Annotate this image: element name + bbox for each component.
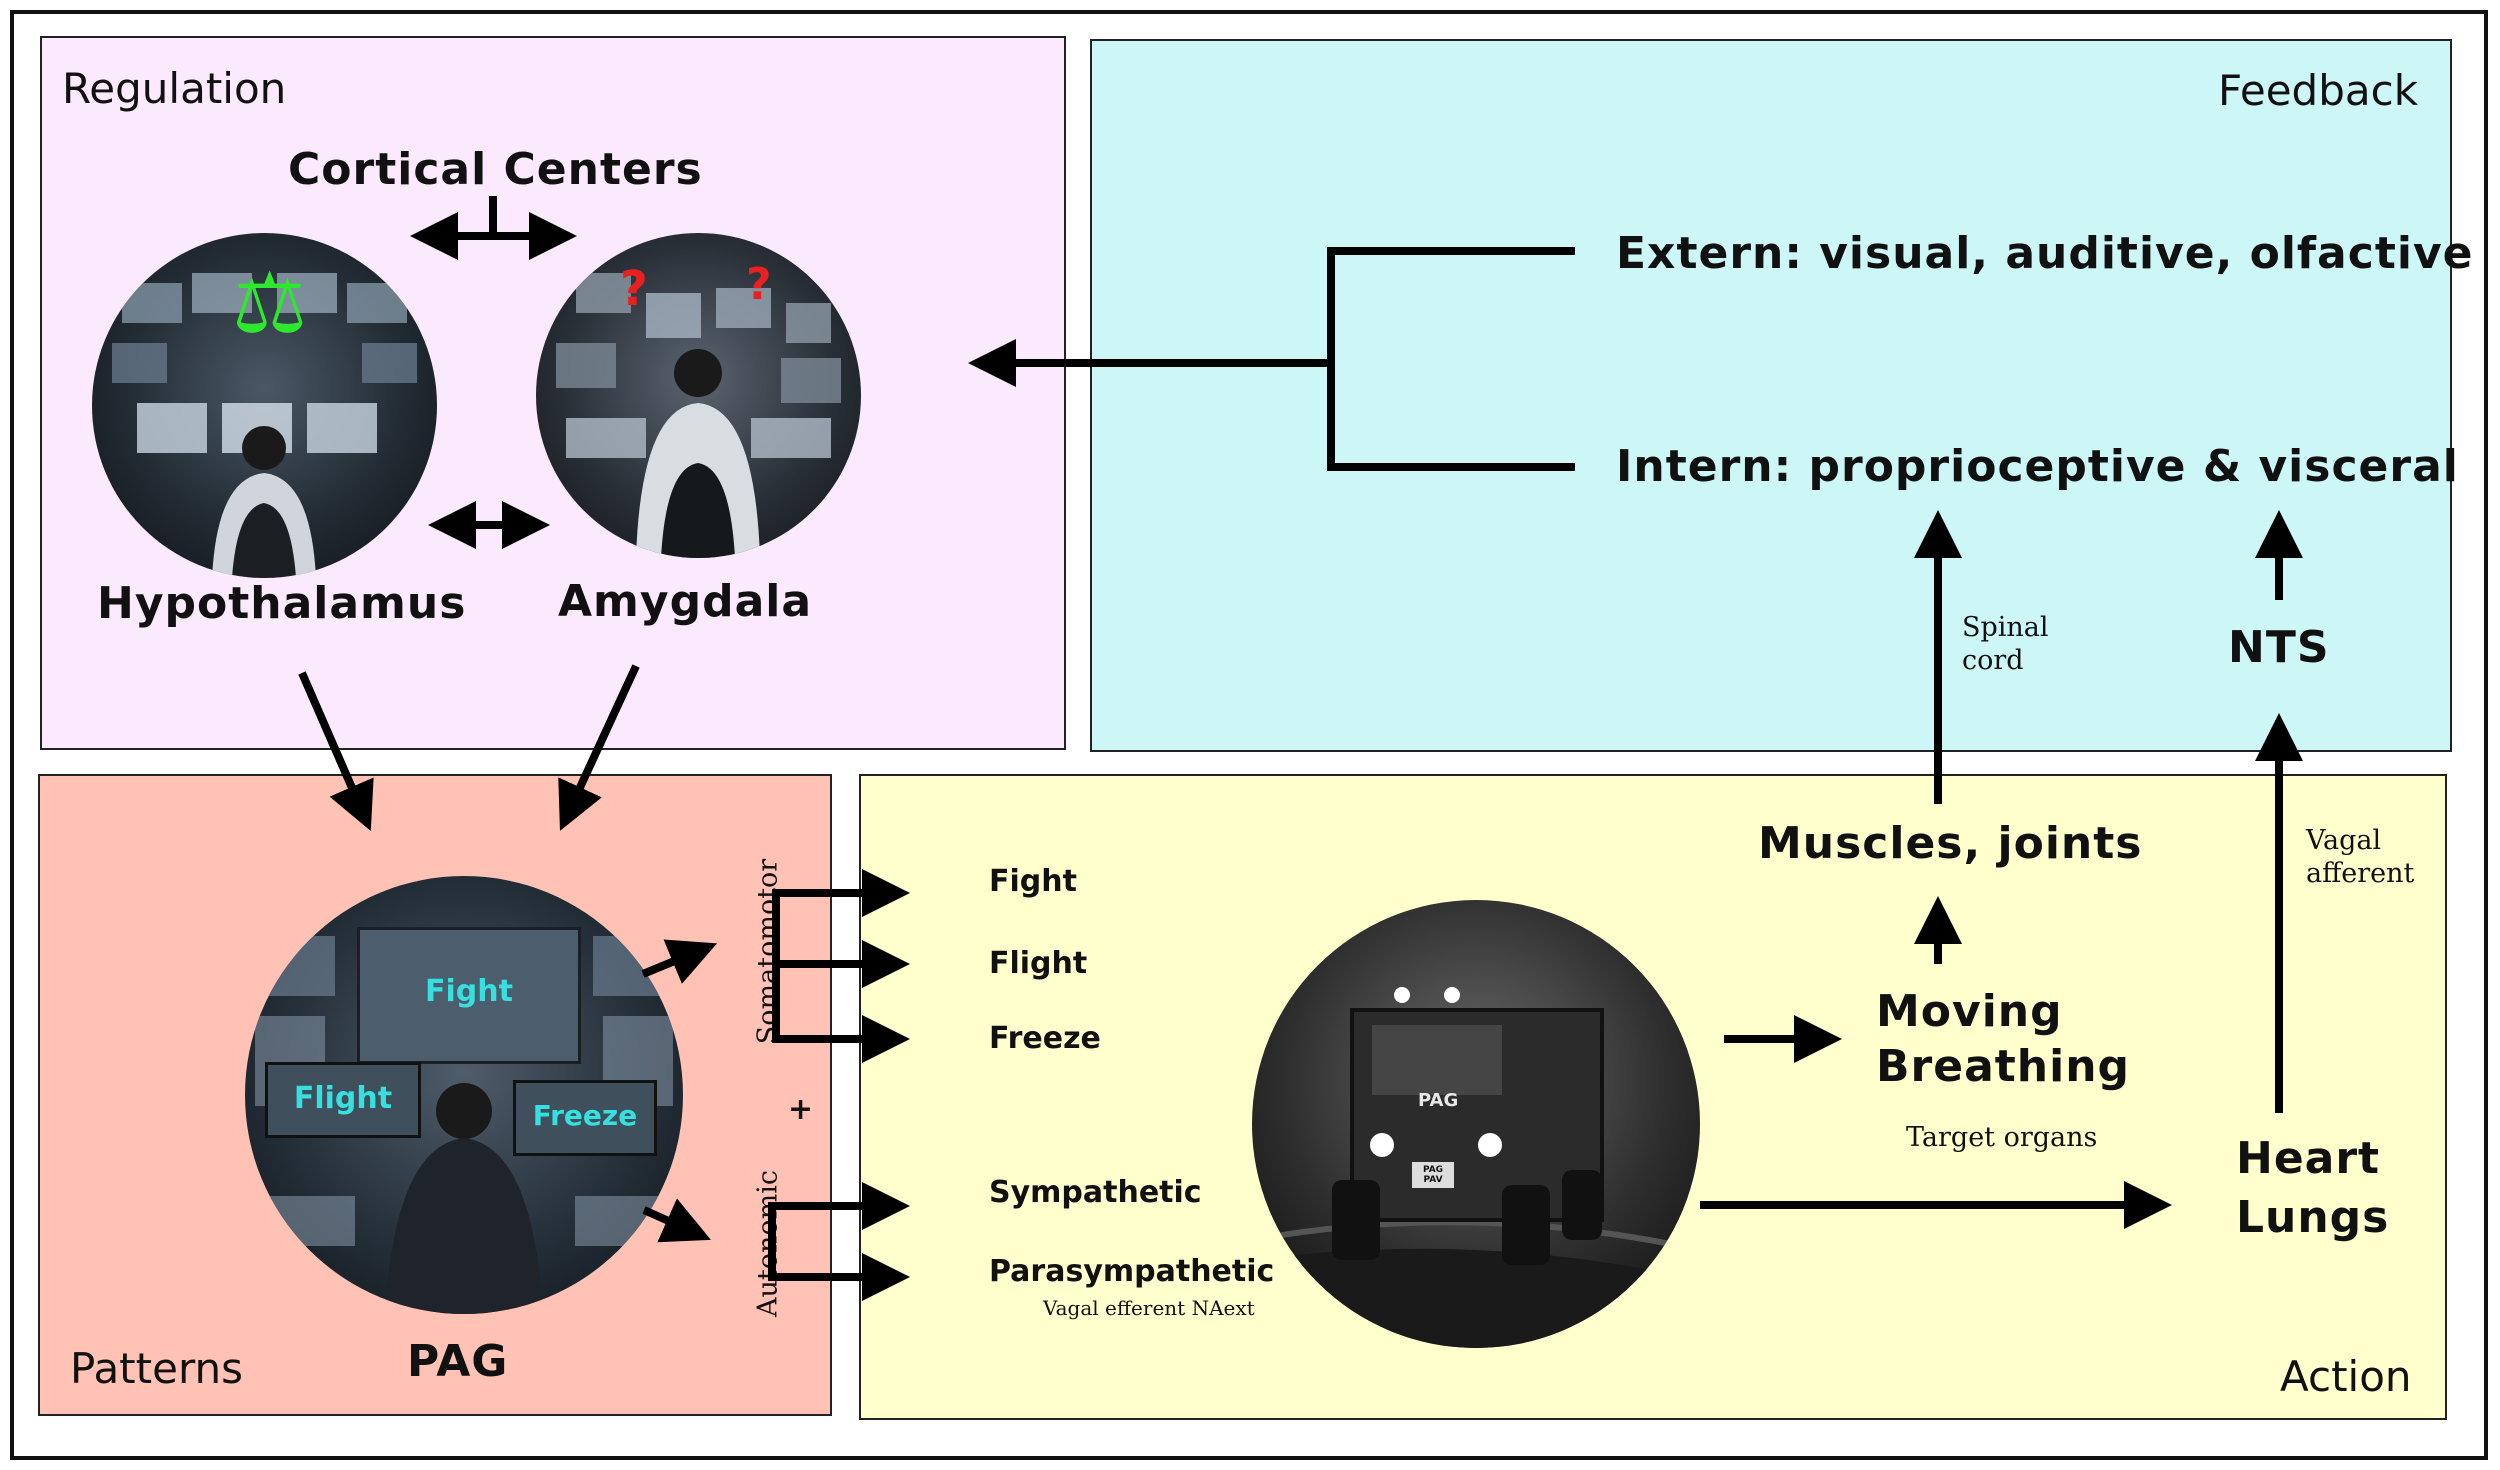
flight-screen: Flight: [265, 1062, 421, 1138]
pag-control-room-image: Fight Flight Freeze: [245, 876, 683, 1314]
pag-label: PAG: [407, 1336, 509, 1387]
scale-icon: ⚖: [232, 254, 308, 352]
nts-label: NTS: [2228, 622, 2330, 673]
feedback-panel: [1090, 39, 2452, 752]
action-title: Action: [2280, 1352, 2412, 1401]
screen-flight-label: Flight: [293, 1081, 393, 1116]
heart-label: Heart: [2236, 1133, 2381, 1184]
spinal-cord-label-2: cord: [1962, 645, 2024, 676]
muscles-joints-label: Muscles, joints: [1758, 818, 2143, 869]
freeze-screen: Freeze: [513, 1080, 657, 1156]
cortical-centers-label: Cortical Centers: [288, 144, 703, 195]
intern-label: Intern: proprioceptive & visceral: [1616, 441, 2459, 492]
question-mark-icon: ?: [620, 261, 648, 317]
fight-screen: Fight: [357, 927, 581, 1064]
parasympathetic-label: Parasympathetic: [989, 1254, 1275, 1289]
extern-label: Extern: visual, auditive, olfactive: [1616, 228, 2474, 279]
screen-freeze-label: Freeze: [532, 1099, 638, 1132]
amygdala-control-room-image: ? ?: [536, 233, 861, 558]
screen-fight-label: Fight: [425, 974, 513, 1009]
target-organs-label: Target organs: [1906, 1122, 2098, 1153]
question-mark-icon: ?: [746, 259, 772, 310]
amygdala-label: Amygdala: [558, 576, 813, 627]
truck-license-plate: PAG PAV: [1422, 1165, 1444, 1185]
vagal-efferent-label: Vagal efferent NAext: [1043, 1296, 1255, 1320]
feedback-title: Feedback: [2218, 66, 2419, 115]
plus-sign: +: [788, 1092, 814, 1127]
fight-label: Fight: [989, 864, 1077, 899]
spinal-cord-label-1: Spinal: [1962, 612, 2049, 643]
moving-label: Moving: [1876, 986, 2063, 1037]
breathing-label: Breathing: [1876, 1041, 2131, 1092]
hypothalamus-control-room-image: ⚖: [92, 233, 437, 578]
patterns-title: Patterns: [70, 1344, 243, 1393]
flight-label: Flight: [989, 946, 1088, 981]
regulation-title: Regulation: [62, 64, 287, 113]
vagal-afferent-label-1: Vagal: [2306, 825, 2382, 856]
pag-truck-image: PAG PAG PAV: [1252, 900, 1700, 1348]
truck-pag-badge: PAG: [1418, 1090, 1459, 1111]
freeze-label: Freeze: [989, 1021, 1101, 1056]
sympathetic-label: Sympathetic: [989, 1175, 1202, 1210]
lungs-label: Lungs: [2236, 1192, 2390, 1243]
vagal-afferent-label-2: afferent: [2306, 858, 2415, 889]
hypothalamus-label: Hypothalamus: [97, 578, 467, 629]
